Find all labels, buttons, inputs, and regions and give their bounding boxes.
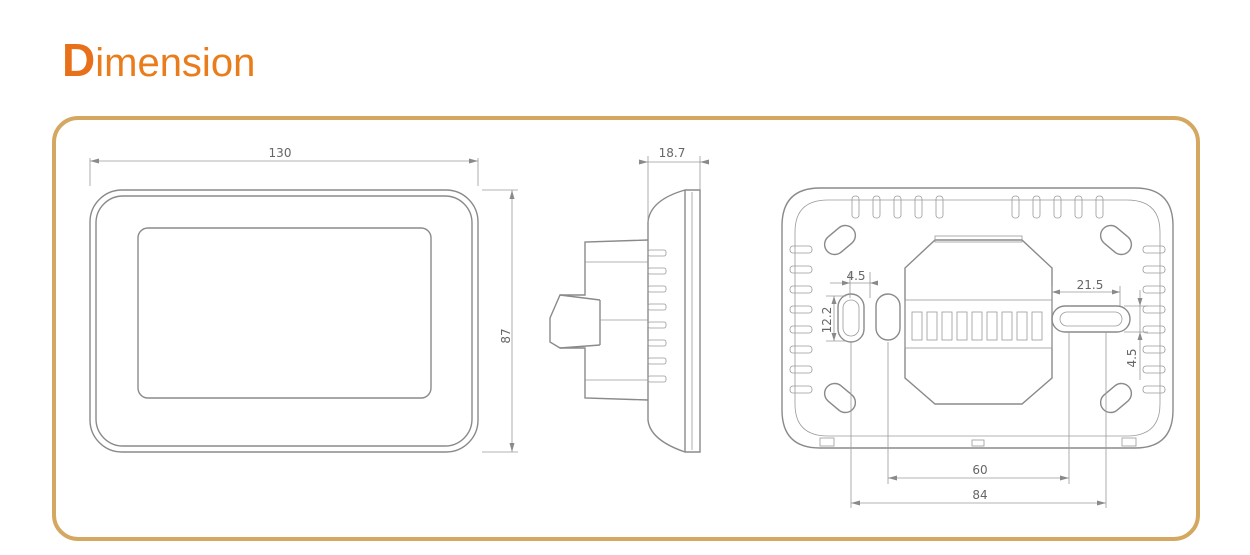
spacing-inner-label: 60 (972, 463, 987, 477)
hole-width-label: 4.5 (846, 269, 865, 283)
page-title: Dimension (62, 30, 255, 90)
slot-height-label: 4.5 (1125, 348, 1139, 367)
back-right-slot (1051, 305, 1131, 333)
front-housing-inner-edge (95, 195, 473, 447)
title-initial: D (62, 34, 96, 86)
spacing-outer-label: 84 (972, 488, 987, 502)
side-depth-label: 18.7 (659, 146, 686, 160)
back-left-hole (837, 293, 865, 343)
title-rest: imension (95, 41, 256, 85)
front-width-label: 130 (269, 146, 292, 160)
back-housing (781, 187, 1174, 449)
slot-width-label: 21.5 (1077, 278, 1104, 292)
side-back-body (549, 239, 649, 401)
back-side-vents (789, 245, 1166, 394)
front-view: 130 87 (89, 146, 518, 453)
front-housing (89, 189, 479, 453)
back-top-vents (851, 195, 1104, 219)
front-height-label: 87 (499, 328, 513, 343)
back-second-hole (875, 293, 901, 341)
back-corner-holes (823, 224, 1133, 414)
hole-height-label: 12.2 (820, 307, 834, 334)
terminal-screws (911, 311, 1043, 341)
back-view: 4.5 12.2 21.5 4.5 60 84 (781, 187, 1174, 508)
side-bezel (647, 189, 701, 453)
side-view: 18.7 (549, 146, 709, 453)
drawing-frame (52, 116, 1200, 541)
front-screen (137, 227, 432, 399)
